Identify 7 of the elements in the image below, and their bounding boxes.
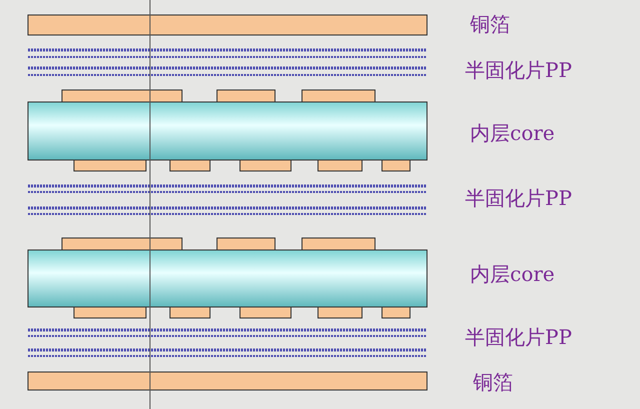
- layer-label: 半固化片PP: [465, 325, 572, 349]
- layer-label: 铜箔: [470, 12, 510, 36]
- layer-label: 半固化片PP: [465, 58, 572, 82]
- layer-label: 内层core: [470, 121, 555, 145]
- layer-label: 铜箔: [473, 370, 513, 394]
- layer-label: 内层core: [470, 262, 555, 286]
- layer-label: 半固化片PP: [465, 186, 572, 210]
